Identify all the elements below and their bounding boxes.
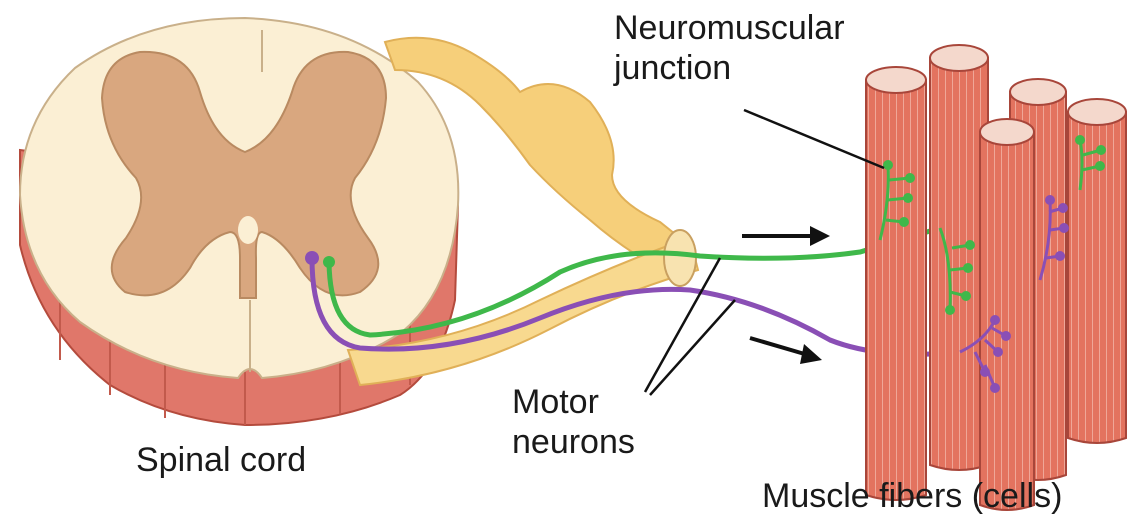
spinal-nerve-cut: [664, 230, 696, 286]
muscle-fibers-label: Muscle fibers (cells): [762, 476, 1062, 516]
muscle-fiber: [980, 119, 1034, 510]
muscle-fiber: [866, 67, 926, 500]
muscle-fibers: [866, 45, 1126, 510]
spinal-cord-label: Spinal cord: [136, 440, 306, 480]
motor-neurons-label-line: neurons: [512, 422, 635, 462]
motor-neuron-leader-line: [650, 300, 735, 395]
arrow-right-icon: [750, 338, 822, 364]
arrow-right-icon: [742, 226, 830, 246]
nmj-leader-line: [744, 110, 884, 168]
motor-neurons-label: Motor neurons: [512, 382, 635, 462]
neuromuscular-junction-label: Neuromuscular junction: [614, 8, 845, 88]
neuromuscular-junction-label-line: Neuromuscular: [614, 8, 845, 48]
neuromuscular-junction-label-line: junction: [614, 48, 845, 88]
signal-direction-arrows: [742, 226, 830, 364]
motor-neurons-label-line: Motor: [512, 382, 635, 422]
